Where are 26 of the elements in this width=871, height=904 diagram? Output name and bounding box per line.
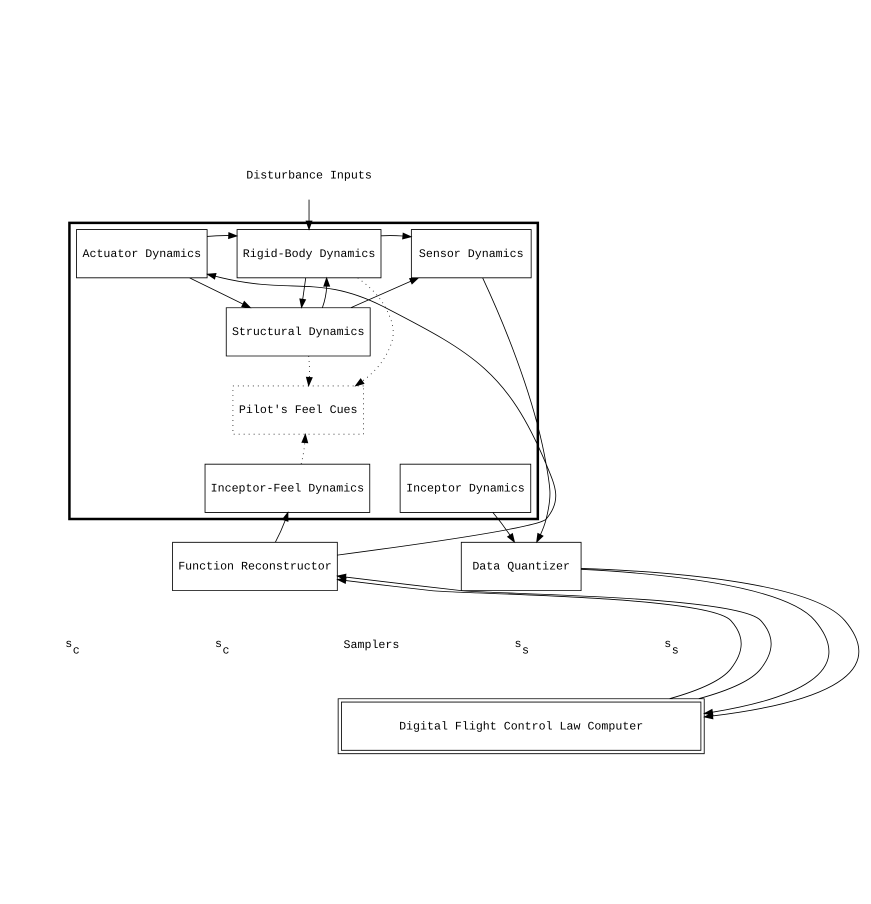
arrow: [189, 276, 252, 308]
node-box: Pilot's Feel Cues: [232, 385, 364, 434]
arrow: [354, 277, 394, 386]
node-box: Inceptor Dynamics: [400, 463, 532, 512]
arrow: [492, 512, 516, 543]
arrow: [306, 355, 313, 386]
arrow: [380, 232, 412, 239]
arrow: [306, 198, 313, 230]
arrow: [206, 272, 556, 556]
arrow: [482, 277, 550, 543]
node-box: Digital Flight Control Law Computer: [338, 698, 705, 754]
node-box: Sensor Dynamics: [410, 228, 532, 278]
node-box: Data Quantizer: [460, 541, 582, 591]
arrow: [350, 276, 420, 308]
node-box: Function Reconstructor: [172, 541, 338, 591]
arrow: [322, 276, 330, 308]
node-box: Actuator Dynamics: [76, 228, 208, 278]
arrow: [206, 232, 238, 239]
node-box: Inceptor-Feel Dynamics: [204, 463, 370, 512]
arrow: [274, 510, 288, 542]
node-box: Rigid-Body Dynamics: [236, 228, 382, 278]
node-box: Structural Dynamics: [226, 306, 371, 356]
arrow: [300, 432, 308, 464]
arrow: [299, 276, 306, 308]
label: Samplers: [344, 638, 400, 652]
node-text: Disturbance Inputs: [246, 169, 372, 182]
